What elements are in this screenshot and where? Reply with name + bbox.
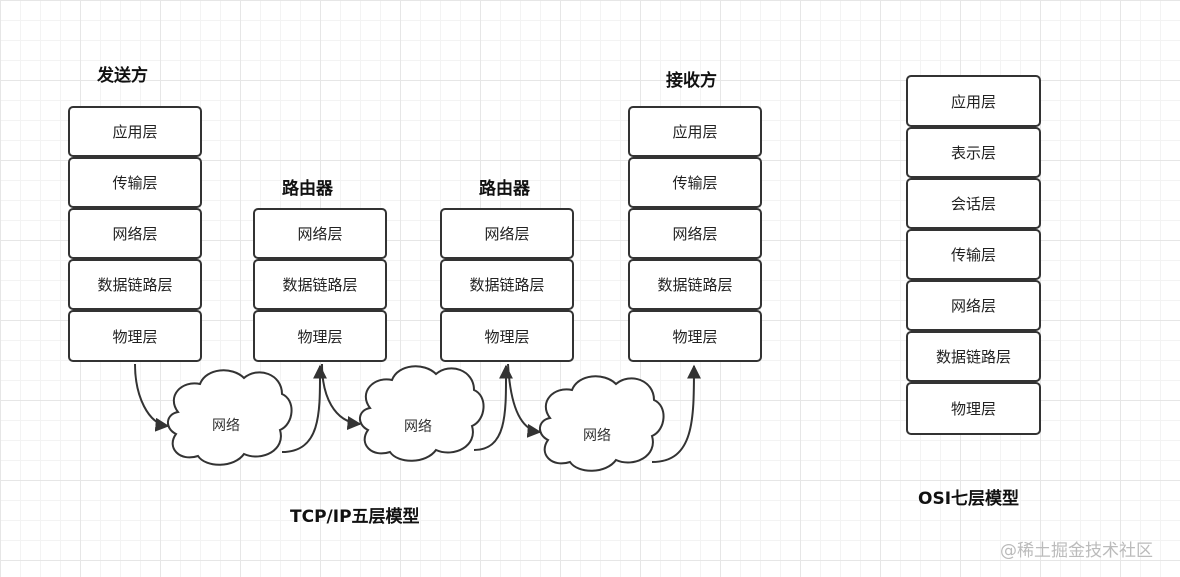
osi-layer-transport: 传输层 [906, 229, 1041, 280]
network-cloud-2 [359, 365, 485, 462]
receiver-layer-physical: 物理层 [628, 310, 762, 362]
router2-layer-datalink: 数据链路层 [440, 259, 574, 310]
osi-layer-application: 应用层 [906, 75, 1041, 127]
sender-layer-datalink: 数据链路层 [68, 259, 202, 310]
cloud-label-3: 网络 [583, 428, 611, 444]
link-cloud2-to-router2 [473, 364, 514, 451]
cloud-label-1: 网络 [212, 418, 240, 434]
sender-layer-transport: 传输层 [68, 157, 202, 208]
router2-layer-physical: 物理层 [440, 310, 574, 362]
receiver-layer-application: 应用层 [628, 106, 762, 157]
osi-model-caption: OSI七层模型 [918, 489, 1020, 509]
sender-title: 发送方 [97, 66, 148, 86]
router2-title: 路由器 [479, 179, 530, 199]
osi-layer-network: 网络层 [906, 280, 1041, 331]
router1-layer-datalink: 数据链路层 [253, 259, 387, 310]
receiver-layer-network: 网络层 [628, 208, 762, 259]
receiver-layer-datalink: 数据链路层 [628, 259, 762, 310]
tcpip-model-caption: TCP/IP五层模型 [290, 507, 420, 527]
network-cloud-1 [167, 369, 293, 466]
router1-layer-network: 网络层 [253, 208, 387, 259]
sender-layer-application: 应用层 [68, 106, 202, 157]
router1-title: 路由器 [282, 179, 333, 199]
link-cloud3-to-receiver [651, 364, 701, 463]
watermark: @稀土掘金技术社区 [1000, 541, 1153, 561]
router2-layer-network: 网络层 [440, 208, 574, 259]
link-sender-to-cloud1 [134, 363, 170, 432]
osi-layer-datalink: 数据链路层 [906, 331, 1041, 382]
link-router2-to-cloud3 [507, 363, 542, 438]
osi-layer-session: 会话层 [906, 178, 1041, 229]
osi-layer-presentation: 表示层 [906, 127, 1041, 178]
receiver-layer-transport: 传输层 [628, 157, 762, 208]
link-router1-to-cloud2 [321, 363, 362, 431]
osi-layer-physical: 物理层 [906, 382, 1041, 435]
link-cloud1-to-router1 [281, 364, 328, 453]
receiver-title: 接收方 [666, 71, 717, 91]
cloud-label-2: 网络 [404, 419, 432, 435]
network-cloud-3 [539, 375, 665, 472]
sender-layer-network: 网络层 [68, 208, 202, 259]
sender-layer-physical: 物理层 [68, 310, 202, 362]
router1-layer-physical: 物理层 [253, 310, 387, 362]
